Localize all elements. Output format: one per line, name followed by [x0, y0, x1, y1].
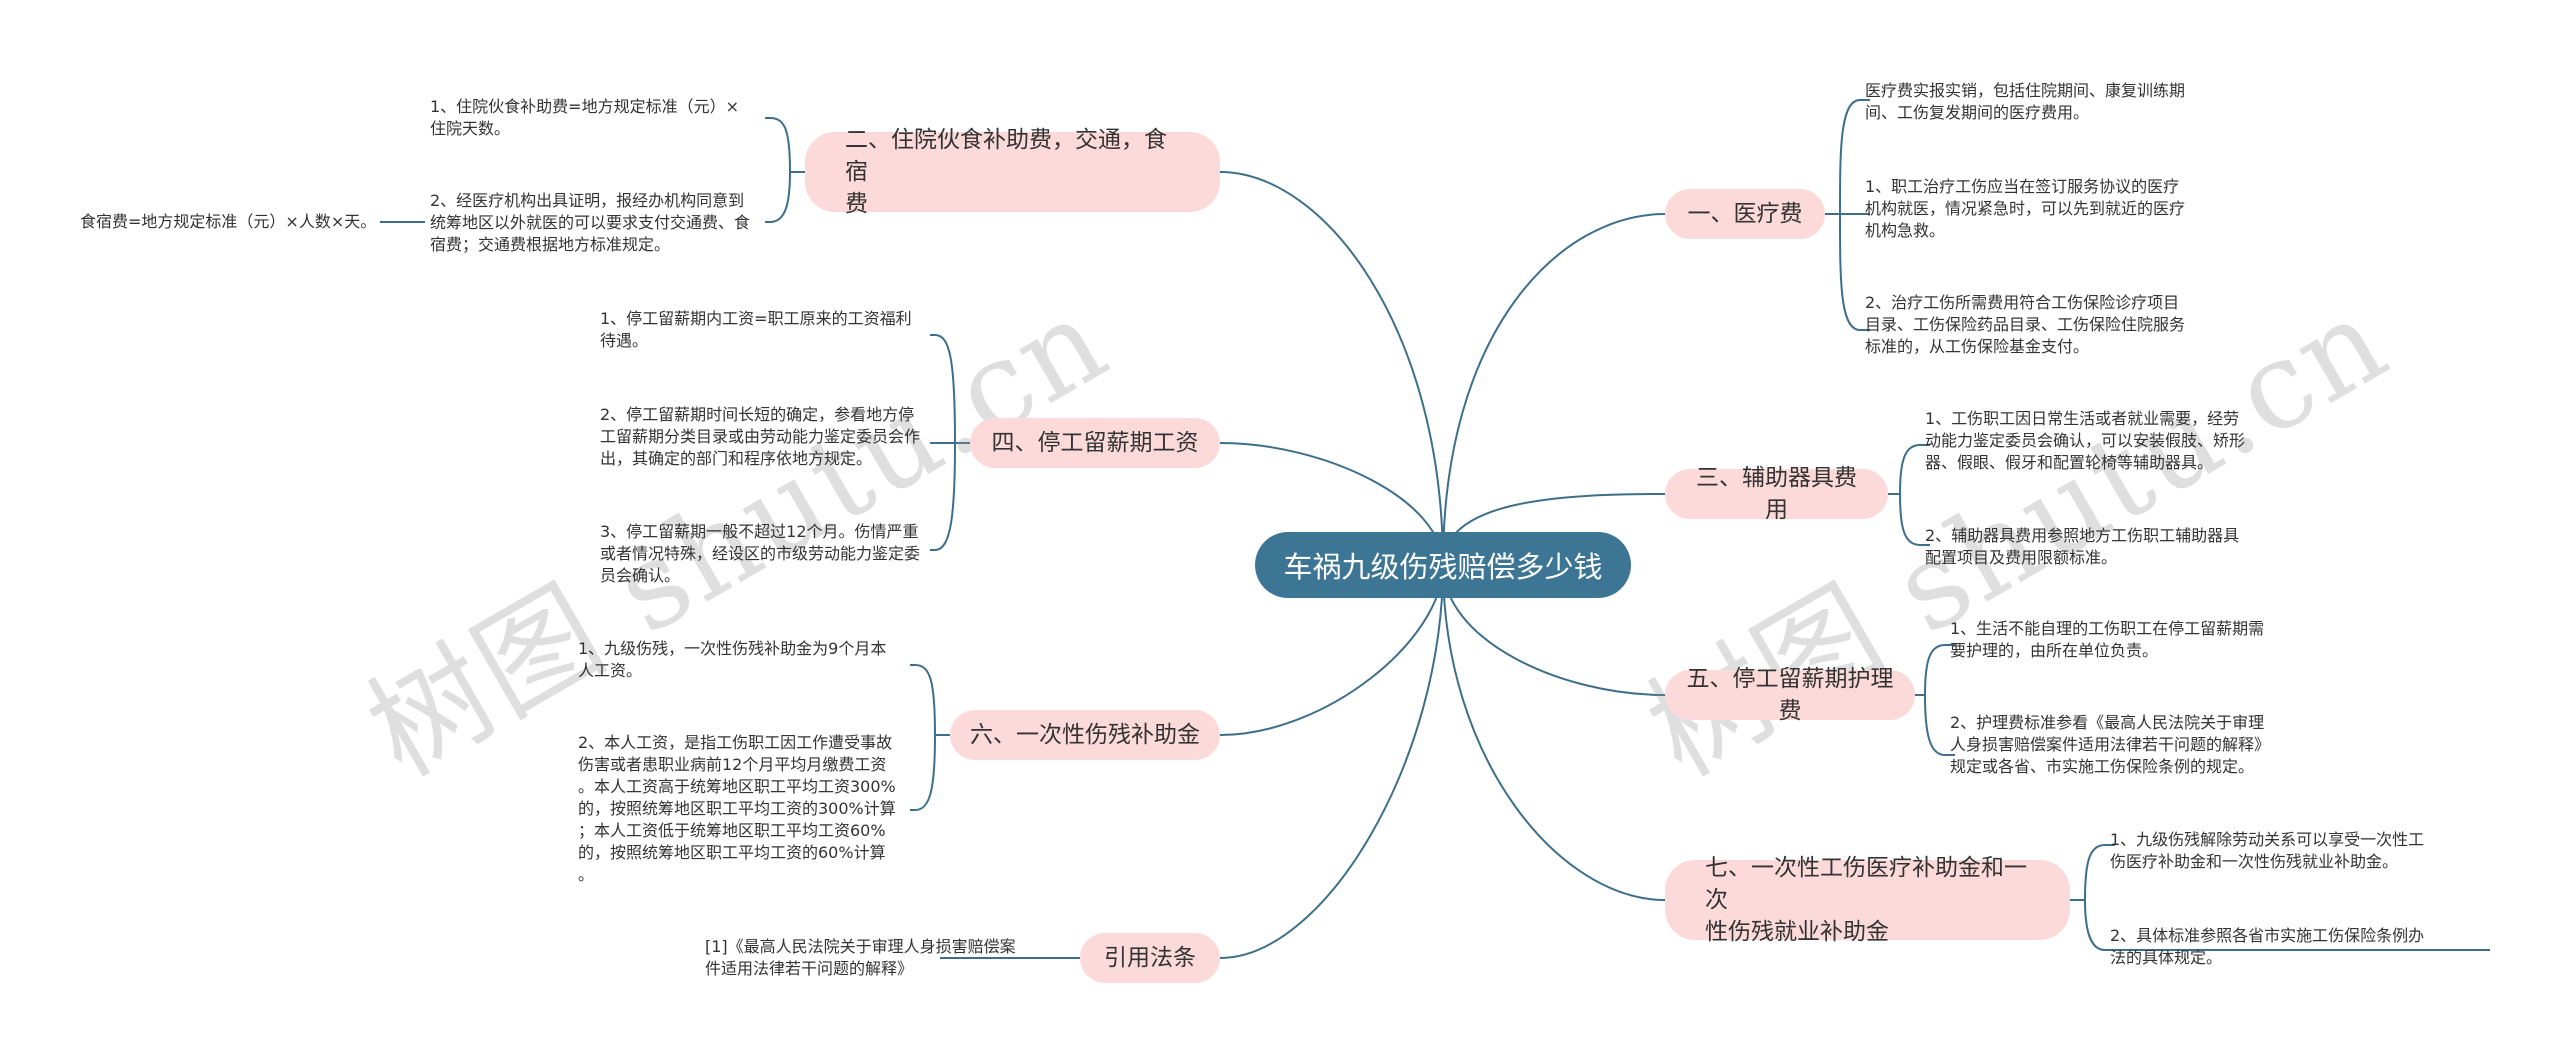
leaf-disability-2[interactable]: 2、本人工资，是指工伤职工因工作遭受事故 伤害或者患职业病前12个月平均月缴费工… [578, 733, 896, 884]
branch-medical-fee[interactable]: 一、医疗费 [1665, 189, 1825, 239]
leaf-salary-1[interactable]: 1、停工留薪期内工资=职工原来的工资福利 待遇。 [600, 309, 912, 350]
leaf-subsidy-1[interactable]: 1、九级伤残解除劳动关系可以享受一次性工 伤医疗补助金和一次性伤残就业补助金。 [2110, 830, 2425, 871]
leaf-meal-2[interactable]: 2、经医疗机构出具证明，报经办机构同意到 统筹地区以外就医的可以要求支付交通费、… [430, 191, 751, 254]
leaf-meal-sub[interactable]: 食宿费=地方规定标准（元）×人数×天。 [80, 212, 377, 231]
leaf-medical-1[interactable]: 医疗费实报实销，包括住院期间、康复训练期 间、工伤复发期间的医疗费用。 [1865, 81, 2186, 122]
edge-center-b2 [1219, 171, 1444, 566]
leaf-medical-2[interactable]: 1、职工治疗工伤应当在签订服务协议的医疗 机构就医，情况紧急时，可以先到就近的医… [1865, 177, 2186, 240]
leaf-nursing-1[interactable]: 1、生活不能自理的工伤职工在停工留薪期需 要护理的，由所在单位负责。 [1950, 619, 2265, 660]
edge-b1-leaves [1825, 99, 1870, 331]
branch-meal-transport[interactable]: 二、住院伙食补助费，交通，食宿 费 [805, 127, 1220, 217]
leaf-nursing-2[interactable]: 2、护理费标准参看《最高人民法院关于审理 人身损害赔偿案件适用法律若干问题的解释… [1950, 713, 2271, 776]
leaf-salary-2[interactable]: 2、停工留薪期时间长短的确定，参看地方停 工留薪期分类目录或由劳动能力鉴定委员会… [600, 405, 921, 468]
edge-b4-leaves [930, 334, 970, 551]
edge-b5-leaves [1915, 644, 1955, 756]
edge-center-ref [1219, 564, 1444, 959]
edge-center-b7 [1442, 564, 1666, 901]
branch-disability-subsidy[interactable]: 六、一次性伤残补助金 [950, 710, 1220, 760]
branch-legal-references[interactable]: 引用法条 [1080, 933, 1220, 983]
branch-one-time-subsidy[interactable]: 七、一次性工伤医疗补助金和一次 性伤残就业补助金 [1665, 855, 2070, 945]
leaf-meal-1[interactable]: 1、住院伙食补助费=地方规定标准（元）× 住院天数。 [430, 97, 739, 138]
edge-center-b1 [1442, 213, 1666, 566]
edge-b7-leaves [2070, 844, 2490, 951]
edge-b6-leaves [910, 664, 950, 811]
edge-b2-leaves [765, 117, 805, 223]
edge-b3-leaves [1888, 444, 1930, 546]
leaf-medical-3[interactable]: 2、治疗工伤所需费用符合工伤保险诊疗项目 目录、工伤保险药品目录、工伤保险住院服… [1865, 293, 2186, 356]
leaf-devices-2[interactable]: 2、辅助器具费用参照地方工伤职工辅助器具 配置项目及费用限额标准。 [1925, 526, 2240, 567]
leaf-disability-1[interactable]: 1、九级伤残，一次性伤残补助金为9个月本 人工资。 [578, 639, 887, 680]
leaf-devices-1[interactable]: 1、工伤职工因日常生活或者就业需要，经劳 动能力鉴定委员会确认，可以安装假肢、矫… [1925, 409, 2246, 472]
branch-assistive-devices[interactable]: 三、辅助器具费用 [1665, 465, 1888, 523]
leaf-reference-1[interactable]: [1]《最高人民法院关于审理人身损害赔偿案 件适用法律若干问题的解释》 [705, 937, 1016, 978]
leaf-subsidy-2[interactable]: 2、具体标准参照各省市实施工伤保险条例办 法的具体规定。 [2110, 926, 2425, 967]
branch-salary-during-leave[interactable]: 四、停工留薪期工资 [970, 418, 1220, 468]
branch-nursing-fee[interactable]: 五、停工留薪期护理费 [1665, 666, 1915, 724]
central-topic[interactable]: 车祸九级伤残赔偿多少钱 [1255, 532, 1631, 598]
leaf-salary-3[interactable]: 3、停工留薪期一般不超过12个月。伤情严重 或者情况特殊，经设区的市级劳动能力鉴… [600, 522, 921, 585]
